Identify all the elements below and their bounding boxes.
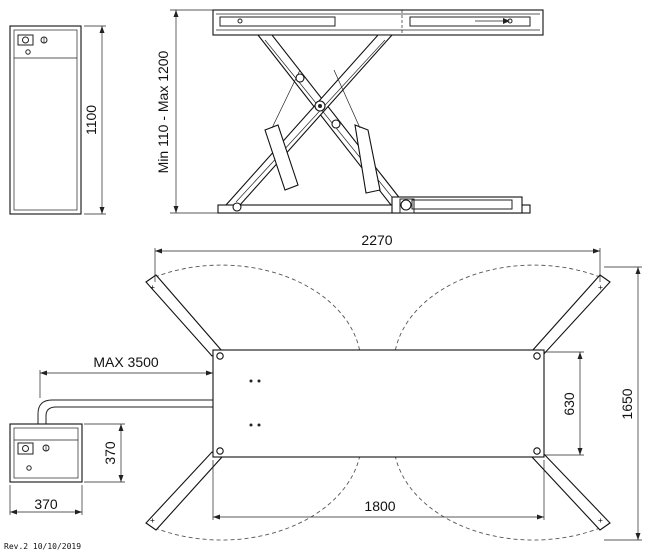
control-box-switch-icon-plan [17, 442, 50, 471]
svg-text:+: + [150, 283, 155, 292]
svg-text:+: + [150, 516, 155, 525]
dimension-overall-length: 1650 [604, 266, 642, 541]
platform-length-label: 1800 [364, 498, 395, 514]
control-box-depth-label: 370 [102, 441, 118, 465]
dimension-platform-width: 630 [544, 351, 584, 456]
control-box-plan-view [9, 423, 83, 483]
dimension-platform-length: 1800 [212, 460, 545, 520]
dimension-control-box-height: 1100 [83, 25, 106, 215]
svg-text:+: + [598, 516, 603, 525]
revision-label: Rev.2 10/10/2019 [4, 542, 81, 551]
dimension-hose-length: MAX 3500 [39, 354, 213, 398]
control-box-width-label: 370 [34, 496, 58, 512]
control-box-height-label: 1100 [83, 105, 99, 135]
dimension-lift-height: Min 110 - Max 1200 [155, 9, 218, 214]
dimension-arm-span: 2270 [154, 232, 601, 282]
platform-width-label: 630 [561, 392, 577, 416]
svg-text:+: + [598, 283, 603, 292]
overall-length-label: 1650 [619, 388, 635, 419]
lift-plan-view: + + + + [37, 264, 611, 541]
control-box-front-view [9, 25, 82, 215]
dimension-control-box-depth: 370 [84, 423, 125, 483]
lift-height-label: Min 110 - Max 1200 [155, 50, 171, 173]
hose-length-label: MAX 3500 [93, 354, 159, 370]
lift-side-view [212, 9, 544, 214]
dimension-control-box-width: 370 [9, 485, 83, 515]
control-box-switch-icon [17, 34, 48, 55]
arm-span-label: 2270 [361, 232, 392, 248]
